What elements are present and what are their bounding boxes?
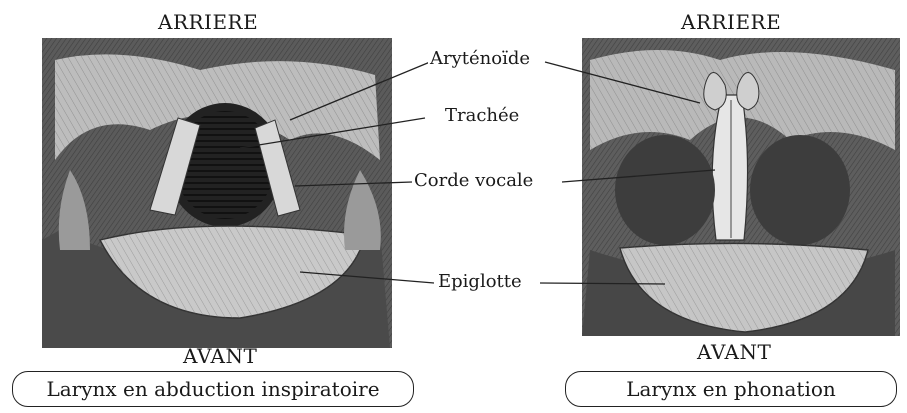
right-larynx-drawing: [582, 38, 900, 336]
right-caption: Larynx en phonation: [565, 371, 897, 407]
label-arytenoide: Aryténoïde: [428, 48, 532, 69]
label-epiglotte: Epiglotte: [436, 271, 524, 292]
right-bottom-label: AVANT: [697, 340, 771, 364]
left-larynx-drawing: [42, 38, 392, 348]
left-top-label: ARRIERE: [158, 10, 258, 34]
right-top-label: ARRIERE: [681, 10, 781, 34]
left-caption: Larynx en abduction inspiratoire: [12, 371, 414, 407]
label-trachee: Trachée: [443, 105, 521, 126]
left-bottom-label: AVANT: [183, 344, 257, 368]
label-corde-vocale: Corde vocale: [412, 170, 535, 191]
